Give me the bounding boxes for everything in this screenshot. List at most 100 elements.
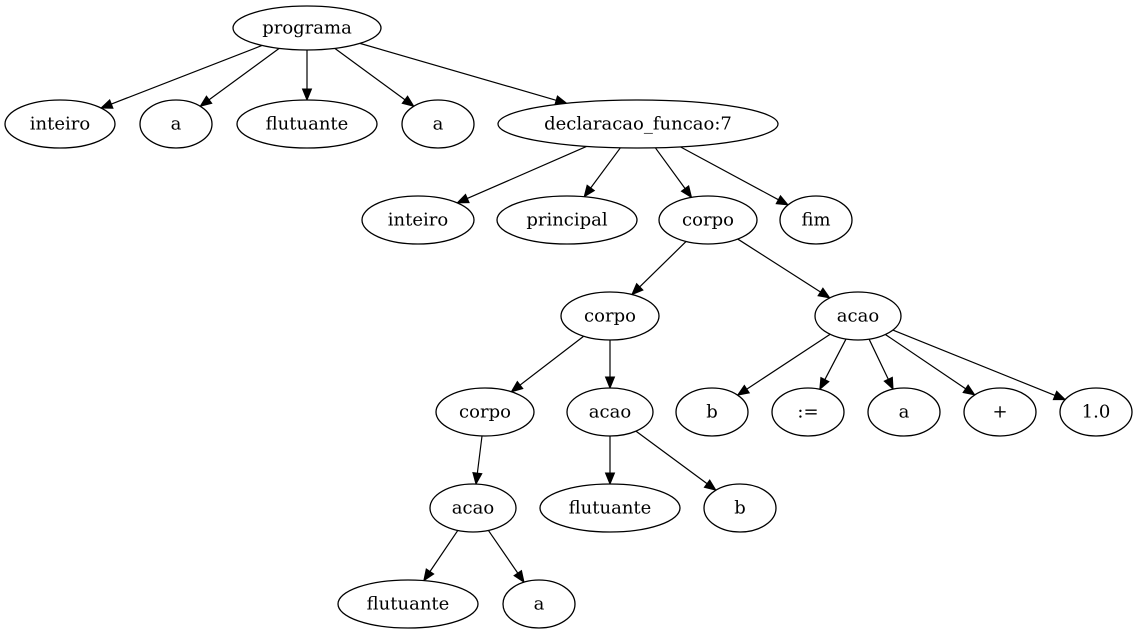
node-ellipse: [814, 291, 902, 341]
tree-node-acao: acao: [814, 291, 902, 341]
tree-edges: [99, 42, 1067, 584]
arrowhead-icon: [510, 380, 524, 393]
tree-edge-acao1-to-num: [892, 329, 1067, 401]
tree-node-b: b: [703, 483, 777, 533]
tree-node-acao: acao: [566, 387, 654, 437]
tree-node-acao: acao: [429, 483, 517, 533]
node-label: acao: [452, 498, 494, 519]
edge-line: [590, 147, 621, 189]
node-ellipse: [502, 579, 576, 629]
tree-edge-programa-to-n_inteiro1: [99, 44, 263, 109]
node-ellipse: [435, 387, 535, 437]
edge-line: [487, 530, 519, 574]
tree-node-a: a: [867, 387, 941, 437]
tree-node-1-0: 1.0: [1059, 387, 1133, 437]
node-label: acao: [589, 402, 631, 423]
node-label: flutuante: [367, 594, 450, 615]
arrowhead-icon: [604, 376, 616, 390]
arrowhead-icon: [99, 98, 114, 109]
edge-line: [476, 435, 483, 474]
tree-node-a: a: [502, 579, 576, 629]
edge-line: [885, 334, 966, 390]
node-ellipse: [963, 387, 1037, 437]
arrowhead-icon: [775, 194, 790, 206]
tree-edge-acao2-to-n_b2: [635, 430, 717, 491]
arrowhead-icon: [513, 569, 525, 584]
edge-line: [654, 147, 686, 189]
edge-line: [639, 241, 687, 288]
node-ellipse: [232, 5, 382, 51]
node-label: 1.0: [1082, 402, 1111, 423]
arrowhead-icon: [423, 568, 435, 582]
edge-line: [359, 42, 557, 101]
tree-edge-programa-to-decl: [359, 42, 569, 106]
node-label: b: [706, 402, 718, 423]
node-label: acao: [837, 306, 879, 327]
tree-node-declaracao-funcao-7: declaracao_funcao:7: [497, 99, 779, 149]
arrowhead-icon: [401, 95, 415, 108]
node-ellipse: [779, 195, 853, 245]
tree-node-flutuante: flutuante: [539, 483, 681, 533]
node-ellipse: [771, 387, 845, 437]
edge-line: [746, 333, 831, 390]
tree-node-corpo: corpo: [560, 291, 660, 341]
tree-edge-acao1-to-plus: [885, 334, 976, 396]
node-ellipse: [867, 387, 941, 437]
arrowhead-icon: [1052, 390, 1067, 401]
tree-edge-acao1-to-assign: [819, 338, 847, 391]
tree-edge-corpo2-to-corpo3: [510, 335, 585, 393]
tree-edge-corpo2-to-acao2: [604, 340, 616, 390]
arrowhead-icon: [817, 287, 831, 299]
tree-edge-decl-to-principal: [583, 147, 621, 198]
edge-line: [635, 430, 708, 485]
node-label: fim: [801, 210, 830, 231]
edge-line: [467, 145, 588, 200]
node-label: a: [433, 114, 444, 135]
node-ellipse: [497, 99, 779, 149]
edge-line: [334, 47, 406, 101]
tree-node-principal: principal: [496, 195, 638, 245]
arrowhead-icon: [819, 376, 830, 391]
node-ellipse: [675, 387, 749, 437]
node-label: flutuante: [266, 114, 349, 135]
node-ellipse: [539, 483, 681, 533]
tree-edge-corpo3-to-acao3: [472, 435, 483, 486]
node-ellipse: [429, 483, 517, 533]
arrowhead-icon: [630, 282, 644, 296]
tree-node-corpo: corpo: [435, 387, 535, 437]
node-label: declaracao_funcao:7: [544, 114, 732, 135]
node-ellipse: [236, 99, 378, 149]
tree-node-b: b: [675, 387, 749, 437]
arrowhead-icon: [736, 384, 751, 396]
edge-line: [429, 530, 459, 572]
edge-line: [111, 44, 263, 105]
edge-line: [868, 338, 889, 380]
tree-edge-acao1-to-n_a3: [868, 338, 894, 391]
node-label: programa: [262, 18, 352, 39]
tree-edge-decl-to-fim: [680, 146, 790, 206]
node-label: a: [899, 402, 910, 423]
node-ellipse: [703, 483, 777, 533]
node-label: corpo: [459, 402, 511, 423]
node-ellipse: [1059, 387, 1133, 437]
arrowhead-icon: [604, 472, 616, 486]
arrowhead-icon: [883, 376, 894, 391]
tree-edge-programa-to-n_a2: [334, 47, 415, 108]
edge-line: [737, 238, 821, 293]
edge-line: [519, 335, 585, 386]
tree-node-a: a: [139, 99, 213, 149]
tree-edge-decl-to-corpo1: [654, 147, 693, 199]
edge-line: [892, 329, 1056, 397]
tree-node-symbol: :=: [771, 387, 845, 437]
node-label: a: [534, 594, 545, 615]
tree-edge-acao1-to-n_b1: [736, 333, 831, 396]
node-label: corpo: [584, 306, 636, 327]
arrowhead-icon: [962, 384, 976, 396]
node-label: corpo: [682, 210, 734, 231]
node-label: +: [992, 402, 1007, 423]
node-ellipse: [496, 195, 638, 245]
node-ellipse: [4, 99, 116, 149]
tree-node-fim: fim: [779, 195, 853, 245]
node-ellipse: [139, 99, 213, 149]
